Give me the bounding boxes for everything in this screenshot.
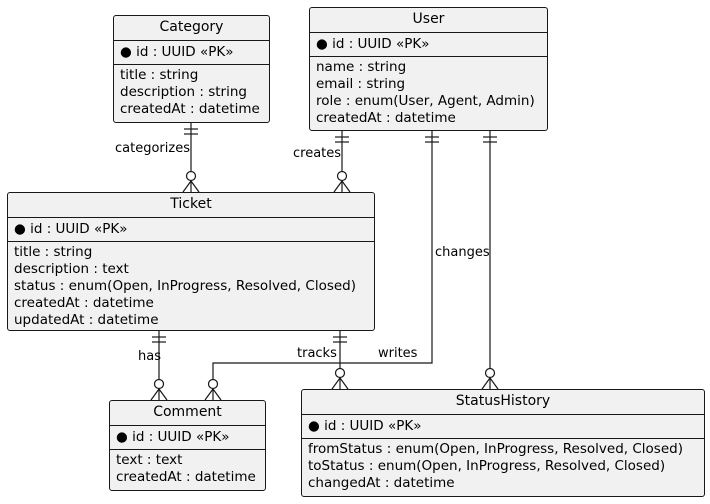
relation-label-writes: writes xyxy=(378,346,418,361)
entity-category-pk-label: id : UUID «PK» xyxy=(136,44,234,60)
relation-label-categorizes: categorizes xyxy=(115,141,190,156)
edge-tracks xyxy=(331,331,349,390)
attribute: createdAt : datetime xyxy=(116,469,256,485)
entity-statushistory-pk-label: id : UUID «PK» xyxy=(324,418,422,434)
relation-label-changes: changes xyxy=(435,245,490,260)
entity-comment-pk: ● id : UUID «PK» xyxy=(110,426,265,450)
attribute: name : string xyxy=(316,59,407,75)
entity-user-title: User xyxy=(310,8,547,33)
entity-comment[interactable]: Comment ● id : UUID «PK» text : text cre… xyxy=(109,400,266,491)
attribute: createdAt : datetime xyxy=(14,295,154,311)
edge-has xyxy=(150,331,168,401)
relation-label-tracks: tracks xyxy=(297,346,337,361)
entity-category[interactable]: Category ● id : UUID «PK» title : string… xyxy=(113,15,270,123)
entity-comment-pk-label: id : UUID «PK» xyxy=(132,429,230,445)
entity-user-pk: ● id : UUID «PK» xyxy=(310,33,547,57)
entity-ticket-pk: ● id : UUID «PK» xyxy=(8,218,374,242)
entity-statushistory-attributes: fromStatus : enum(Open, InProgress, Reso… xyxy=(302,439,704,492)
entity-ticket-pk-label: id : UUID «PK» xyxy=(30,221,128,237)
attribute: toStatus : enum(Open, InProgress, Resolv… xyxy=(308,458,666,474)
entity-statushistory-title: StatusHistory xyxy=(302,390,704,415)
attribute: text : text xyxy=(116,452,183,468)
relation-label-has: has xyxy=(138,349,161,364)
relation-label-creates: creates xyxy=(293,146,342,161)
entity-user-pk-label: id : UUID «PK» xyxy=(332,36,430,52)
entity-comment-attributes: text : text createdAt : datetime xyxy=(110,450,265,486)
entity-category-pk: ● id : UUID «PK» xyxy=(114,41,269,65)
attribute: description : string xyxy=(120,84,247,100)
entity-ticket[interactable]: Ticket ● id : UUID «PK» title : string d… xyxy=(7,192,375,331)
entity-category-title: Category xyxy=(114,16,269,41)
entity-ticket-title: Ticket xyxy=(8,193,374,218)
edge-changes xyxy=(481,131,499,390)
edge-creates xyxy=(333,131,351,193)
entity-user-attributes: name : string email : string role : enum… xyxy=(310,57,547,127)
attribute: description : text xyxy=(14,261,129,277)
entity-category-attributes: title : string description : string crea… xyxy=(114,65,269,118)
edge-categorizes xyxy=(182,123,200,193)
entity-statushistory[interactable]: StatusHistory ● id : UUID «PK» fromStatu… xyxy=(301,389,705,497)
entity-ticket-attributes: title : string description : text status… xyxy=(8,242,374,329)
attribute: role : enum(User, Agent, Admin) xyxy=(316,93,535,109)
edge-writes xyxy=(204,131,439,401)
entity-comment-title: Comment xyxy=(110,401,265,426)
attribute: title : string xyxy=(120,67,199,83)
attribute: status : enum(Open, InProgress, Resolved… xyxy=(14,278,357,294)
entity-user[interactable]: User ● id : UUID «PK» name : string emai… xyxy=(309,7,548,131)
attribute: title : string xyxy=(14,244,93,260)
entity-statushistory-pk: ● id : UUID «PK» xyxy=(302,415,704,439)
attribute: createdAt : datetime xyxy=(120,101,260,117)
attribute: createdAt : datetime xyxy=(316,110,456,126)
attribute: email : string xyxy=(316,76,406,92)
attribute: fromStatus : enum(Open, InProgress, Reso… xyxy=(308,441,683,457)
attribute: updatedAt : datetime xyxy=(14,312,159,328)
attribute: changedAt : datetime xyxy=(308,475,455,491)
